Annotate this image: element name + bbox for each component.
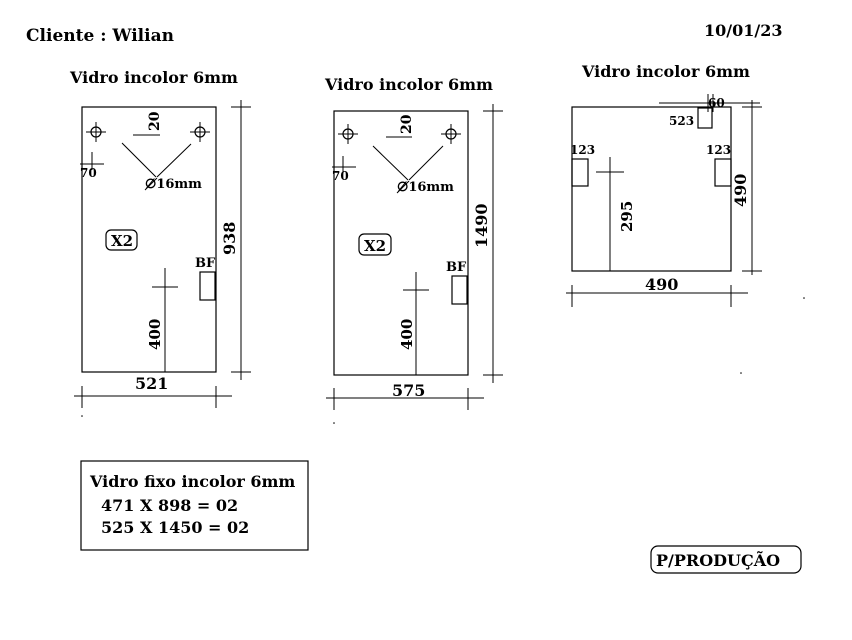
panel-3-height-label: 490 bbox=[731, 174, 750, 207]
panel-1-hole-offset-label: 20 bbox=[147, 111, 163, 131]
panel-2-edge-label: 70 bbox=[332, 169, 349, 183]
fixed-glass-border bbox=[80, 460, 309, 551]
production-stamp-label: P/PRODUÇÃO bbox=[656, 549, 780, 570]
panel-3-title: Vidro incolor 6mm bbox=[581, 62, 750, 81]
panel-2-hole-left bbox=[338, 124, 358, 144]
panel-2-lock-cutout bbox=[451, 275, 468, 305]
panel-2-title: Vidro incolor 6mm bbox=[324, 75, 493, 94]
panel-3-notch-width-label: 60 bbox=[708, 96, 725, 110]
panel-3-right-cutout bbox=[714, 158, 732, 187]
panel-2-handle-height-label: 400 bbox=[398, 319, 416, 350]
order-date: 10/01/23 bbox=[704, 21, 782, 40]
production-stamp: P/PRODUÇÃO bbox=[650, 545, 802, 574]
panel-1-lock-cutout bbox=[199, 271, 216, 301]
panel-2-leader-left bbox=[372, 145, 409, 181]
stray-dot-3 bbox=[81, 415, 83, 417]
panel-3-center-height-label: 295 bbox=[618, 201, 636, 232]
panel-2-leader-right bbox=[408, 145, 444, 181]
stray-dot-2 bbox=[740, 372, 742, 374]
panel-1-edge-label: 70 bbox=[80, 166, 97, 180]
panel-1-hole-right bbox=[190, 122, 210, 142]
panel-2-quantity-badge bbox=[358, 233, 392, 256]
stray-dot-1 bbox=[803, 297, 805, 299]
panel-1: Vidro incolor 6mm 20 70 ∅16mm X2 BF bbox=[69, 68, 251, 408]
panel-1-height-label: 938 bbox=[220, 222, 239, 255]
panel-1-title: Vidro incolor 6mm bbox=[69, 68, 238, 87]
panel-1-handle-height-label: 400 bbox=[146, 319, 164, 350]
fixed-glass-title: Vidro fixo incolor 6mm bbox=[89, 472, 295, 491]
panel-2-glass-outline bbox=[333, 110, 469, 376]
panel-3-notch-offset-label: 523 bbox=[669, 114, 694, 128]
panel-1-glass-outline bbox=[81, 106, 217, 373]
panel-2-hole-offset-label: 20 bbox=[399, 114, 415, 134]
panel-1-quantity-label: X2 bbox=[111, 232, 133, 250]
panel-3-left-cutout bbox=[571, 158, 589, 187]
production-stamp-border bbox=[650, 545, 802, 574]
panel-1-leader-right bbox=[156, 143, 192, 178]
panel-2-hole-diameter-label: ∅16mm bbox=[397, 180, 454, 195]
panel-1-leader-left bbox=[121, 142, 157, 178]
panel-1-hole-left bbox=[86, 122, 106, 142]
panel-2-hole-right bbox=[441, 124, 461, 144]
client-name: Cliente : Wilian bbox=[26, 26, 174, 46]
panel-1-quantity-badge bbox=[105, 229, 138, 251]
panel-3-top-notch bbox=[697, 107, 713, 129]
panel-2-width-label: 575 bbox=[392, 381, 425, 400]
fixed-glass-line-2: 525 X 1450 = 02 bbox=[101, 518, 249, 537]
fixed-glass-box: Vidro fixo incolor 6mm 471 X 898 = 02 52… bbox=[80, 460, 309, 551]
panel-2-height-label: 1490 bbox=[472, 203, 491, 248]
fixed-glass-line-1: 471 X 898 = 02 bbox=[101, 496, 238, 515]
stray-dot-4 bbox=[333, 422, 335, 424]
panel-2: Vidro incolor 6mm 20 70 ∅16mm X2 BF 400 bbox=[324, 75, 503, 410]
panel-3-left-cutout-label: 123 bbox=[570, 143, 595, 157]
panel-3-glass-outline bbox=[571, 106, 732, 272]
panel-1-lock-label: BF bbox=[195, 256, 216, 271]
panel-1-hole-diameter-label: ∅16mm bbox=[145, 177, 202, 192]
panel-2-lock-label: BF bbox=[446, 260, 467, 275]
panel-3: Vidro incolor 6mm 60 523 123 123 295 490… bbox=[566, 62, 762, 307]
panel-2-quantity-label: X2 bbox=[364, 237, 386, 255]
panel-3-width-label: 490 bbox=[645, 275, 678, 294]
panel-3-right-cutout-label: 123 bbox=[706, 143, 731, 157]
panel-1-width-label: 521 bbox=[135, 374, 168, 393]
